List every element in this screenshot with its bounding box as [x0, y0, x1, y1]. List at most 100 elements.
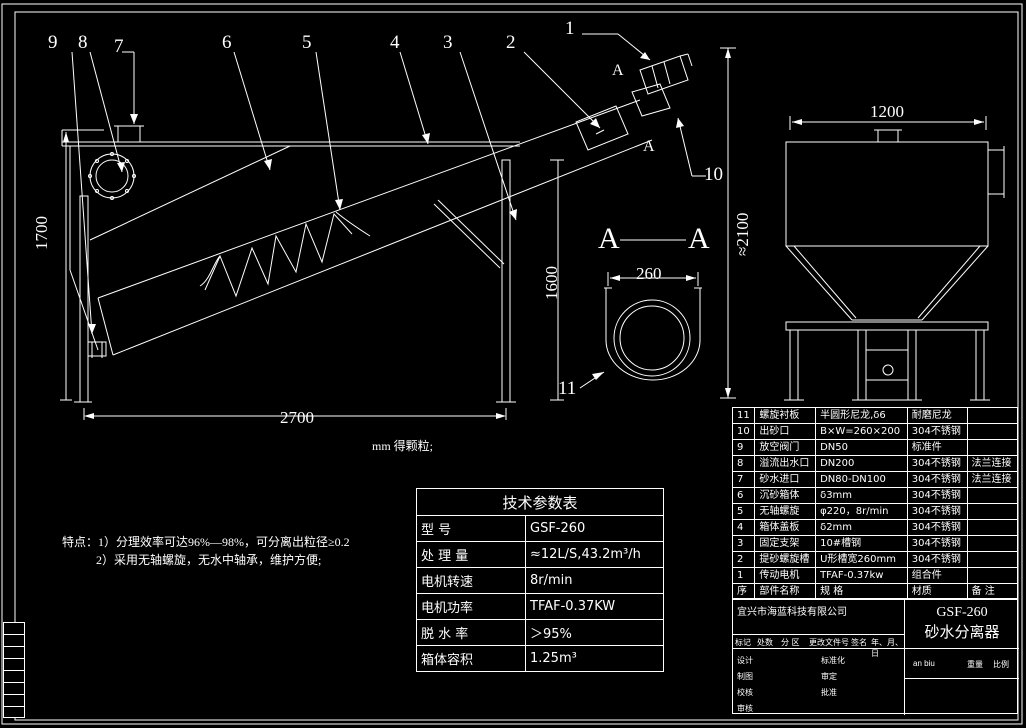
parts-cell-spec: DN50: [815, 439, 908, 456]
scale-label: 比例: [993, 660, 1009, 669]
parts-cell-no: 5: [731, 503, 756, 520]
stage-label: an biu: [913, 659, 935, 668]
parts-cell-material: 组合件: [906, 567, 968, 584]
tb-role: 批准: [821, 688, 837, 697]
title-block: 宜兴市海蓝科技有限公司 GSF-260 砂水分离器 标记 处数 分 区 更改文件…: [732, 598, 1019, 715]
tb-label: 签名: [851, 638, 867, 647]
tech-row-value: GSF-260: [525, 515, 664, 542]
parts-cell-spec: U形槽宽260mm: [815, 551, 908, 568]
parts-cell-spec: δ2mm: [815, 519, 908, 536]
tech-row-name: 箱体容积: [416, 645, 526, 672]
tech-row-value: TFAF-0.37KW: [525, 593, 664, 620]
parts-cell-name: 固定支架: [754, 535, 817, 552]
parts-cell-material: 304不锈钢: [906, 535, 968, 552]
tech-table-title: 技术参数表: [416, 488, 664, 516]
parts-cell-material: 耐磨尼龙: [906, 407, 968, 424]
callout-5: 5: [302, 32, 312, 53]
section-title-right: A: [688, 222, 710, 255]
parts-cell-spec: DN80-DN100: [815, 471, 908, 488]
dim-height-left: 1700: [32, 216, 51, 250]
dim-length: 2700: [280, 408, 314, 427]
parts-cell-note: [966, 407, 1019, 424]
parts-cell-note: [966, 423, 1019, 440]
parts-cell-note: [966, 503, 1019, 520]
tech-row-value: ≈12L/S,43.2m³/h: [525, 541, 664, 568]
side-stamp-strip: [3, 622, 25, 718]
weight-label: 重量: [967, 660, 983, 669]
end-view: [784, 116, 1005, 401]
tb-role: 校核: [737, 688, 753, 697]
tech-row-name: 电机功率: [416, 593, 526, 620]
parts-cell-note: [966, 439, 1019, 456]
callout-8: 8: [78, 32, 88, 53]
parts-cell-no: 1: [731, 567, 756, 584]
parts-cell-spec: B×W=260×200: [815, 423, 908, 440]
parts-cell-note: [966, 487, 1019, 504]
parts-cell-no: 10: [731, 423, 756, 440]
callout-7: 7: [114, 36, 124, 57]
dim-tank-width: 1200: [870, 102, 904, 121]
tb-role: 制图: [737, 672, 753, 681]
callout-2: 2: [506, 32, 516, 53]
parts-cell-no: 9: [731, 439, 756, 456]
parts-cell-note: [966, 551, 1019, 568]
dim-height-mid: 1600: [542, 266, 561, 300]
parts-header-no: 序: [731, 583, 756, 600]
parts-cell-material: 304不锈钢: [906, 487, 968, 504]
section-mark-top: A: [612, 62, 624, 79]
tb-role: 审核: [737, 704, 753, 713]
parts-cell-material: 304不锈钢: [906, 503, 968, 520]
parts-cell-note: 法兰连接: [966, 471, 1019, 488]
parts-cell-spec: 10#槽钢: [815, 535, 908, 552]
parts-cell-material: 304不锈钢: [906, 423, 968, 440]
parts-cell-no: 7: [731, 471, 756, 488]
dim-height-total: ≈2100: [733, 212, 752, 256]
tech-row-value: 1.25m³: [525, 645, 664, 672]
parts-cell-no: 2: [731, 551, 756, 568]
tech-row-name: 处 理 量: [416, 541, 526, 568]
parts-cell-spec: TFAF-0.37kw: [815, 567, 908, 584]
tech-row-name: 型 号: [416, 515, 526, 542]
parts-cell-note: [966, 519, 1019, 536]
tech-row-value: ＞95%: [525, 619, 664, 646]
feature-line-2: 2）采用无轴螺旋，无水中轴承，维护方便;: [96, 553, 322, 567]
parts-cell-name: 无轴螺旋: [754, 503, 817, 520]
parts-cell-spec: DN200: [815, 455, 908, 472]
screw-flights: [204, 212, 353, 298]
callout-10: 10: [704, 164, 723, 185]
inner-border: [14, 11, 1019, 721]
callout-4: 4: [390, 32, 400, 53]
tb-label: 年、月、日: [871, 638, 903, 658]
tech-row-name: 电机转速: [416, 567, 526, 594]
parts-cell-spec: δ3mm: [815, 487, 908, 504]
callout-6: 6: [222, 32, 232, 53]
parts-cell-no: 6: [731, 487, 756, 504]
parts-cell-name: 箱体盖板: [754, 519, 817, 536]
parts-cell-name: 提砂螺旋槽: [754, 551, 817, 568]
parts-cell-material: 304不锈钢: [906, 471, 968, 488]
parts-cell-note: [966, 535, 1019, 552]
callout-3: 3: [443, 32, 453, 53]
callout-11: 11: [558, 378, 577, 399]
section-title-left: A: [598, 222, 620, 255]
parts-cell-spec: φ220，8r/min: [815, 503, 908, 520]
parts-cell-note: [966, 567, 1019, 584]
company-name: 宜兴市海蓝科技有限公司: [737, 607, 847, 618]
parts-cell-no: 11: [731, 407, 756, 424]
parts-cell-material: 标准件: [906, 439, 968, 456]
tb-label: 分 区: [781, 638, 800, 647]
product-name: 砂水分离器: [924, 623, 1000, 641]
section-view: [579, 239, 702, 389]
callout-9: 9: [48, 32, 58, 53]
